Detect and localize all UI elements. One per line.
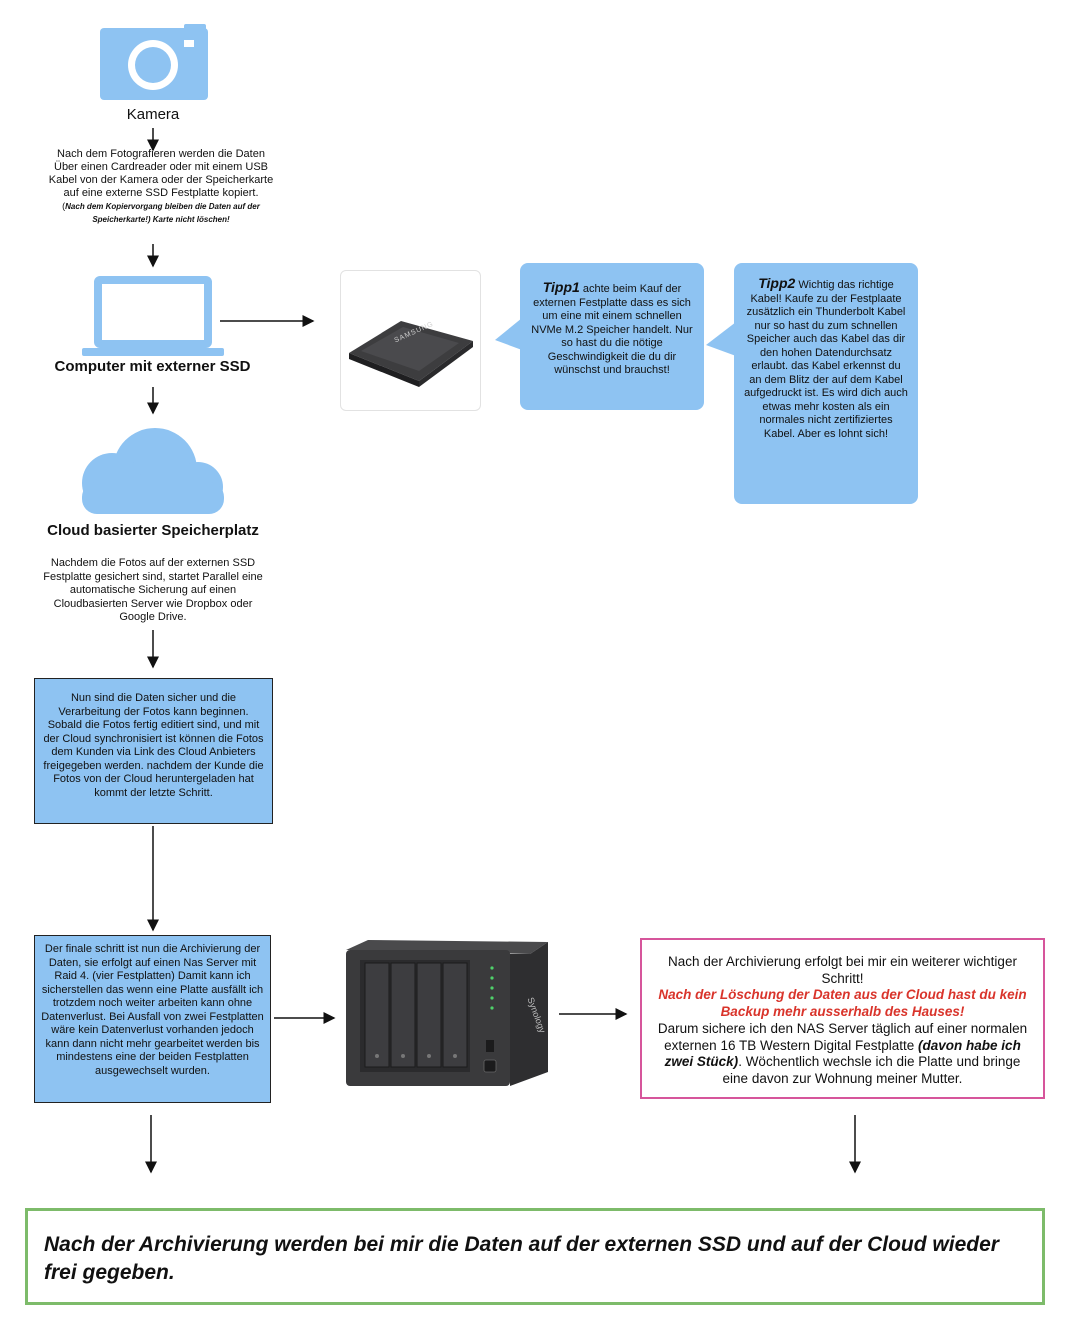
tip1-callout: Tipp1 achte beim Kauf der externen Festp… <box>520 263 704 410</box>
ssd-image: SAMSUNG <box>340 270 481 411</box>
cloud-label: Cloud basierter Speicherplatz <box>47 522 259 539</box>
final-box: Nach der Archivierung werden bei mir die… <box>25 1208 1045 1305</box>
backup-box: Nach der Archivierung erfolgt bei mir ei… <box>640 938 1045 1099</box>
camera-label: Kamera <box>126 106 180 123</box>
tip2-callout: Tipp2 Wichtig das richtige Kabel! Kaufe … <box>734 263 918 504</box>
archive-step-box: Der finale schritt ist nun die Archivier… <box>34 935 271 1103</box>
edit-step-box: Nun sind die Daten sicher und die Verarb… <box>34 678 273 824</box>
camera-description: Nach dem Fotografieren werden die Daten … <box>48 148 274 224</box>
cloud-description: Nachdem die Fotos auf der externen SSD F… <box>43 557 263 623</box>
computer-label: Computer mit externer SSD <box>54 358 251 375</box>
